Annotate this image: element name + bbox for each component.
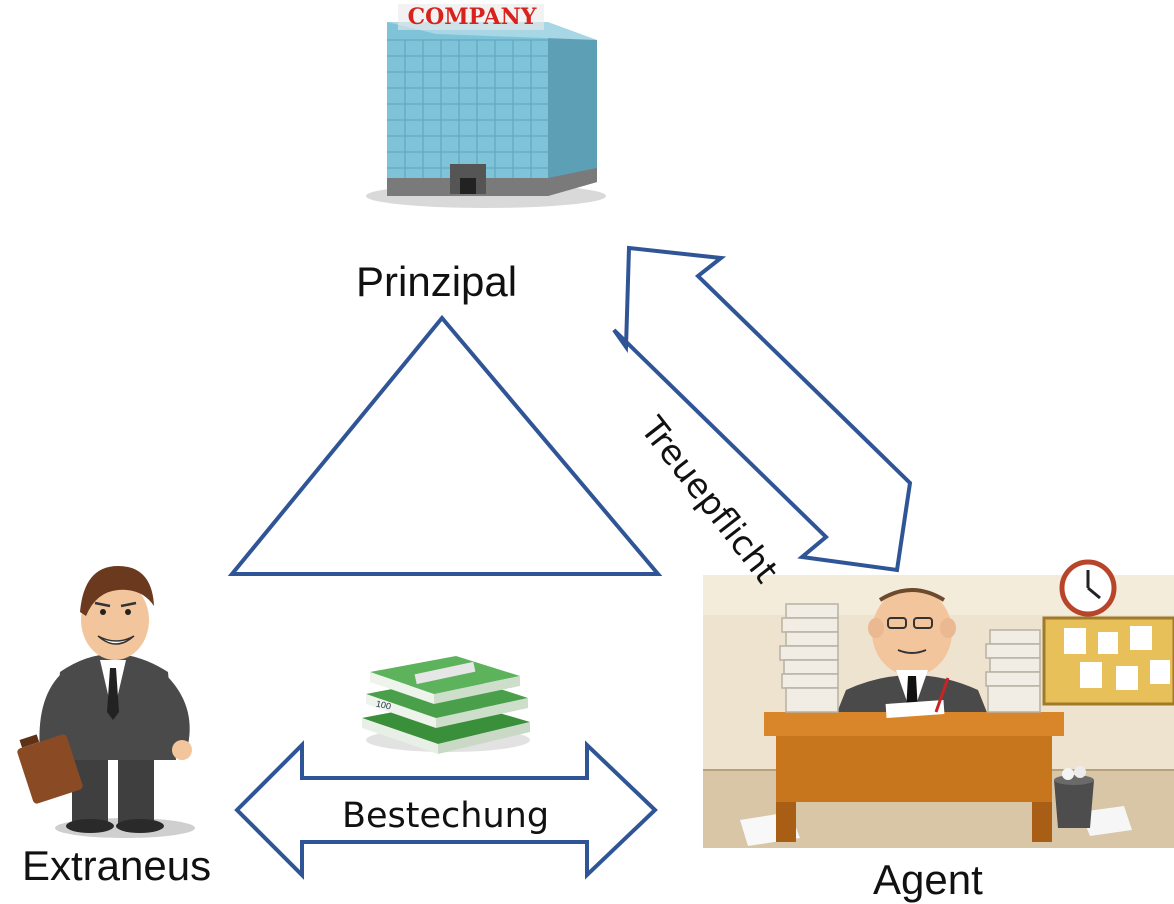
node-label-agent: Agent (873, 856, 983, 903)
treuepflicht-arrow (612, 245, 913, 573)
company-sign: COMPANY (407, 4, 537, 30)
money-stack-icon (362, 656, 530, 754)
office-agent-icon (703, 559, 1174, 848)
pinboard-icon (1042, 616, 1174, 706)
relation-label-bestechung: Bestechung (342, 796, 550, 836)
trash-bin-icon (1054, 766, 1094, 828)
node-label-extraneus: Extraneus (22, 842, 212, 889)
clock-icon (1059, 559, 1117, 617)
company-building-icon (366, 4, 606, 208)
bestechung-arrow (234, 740, 658, 880)
businessman-icon (17, 566, 195, 838)
node-label-prinzipal: Prinzipal (356, 258, 518, 305)
relationship-triangle (227, 314, 663, 576)
